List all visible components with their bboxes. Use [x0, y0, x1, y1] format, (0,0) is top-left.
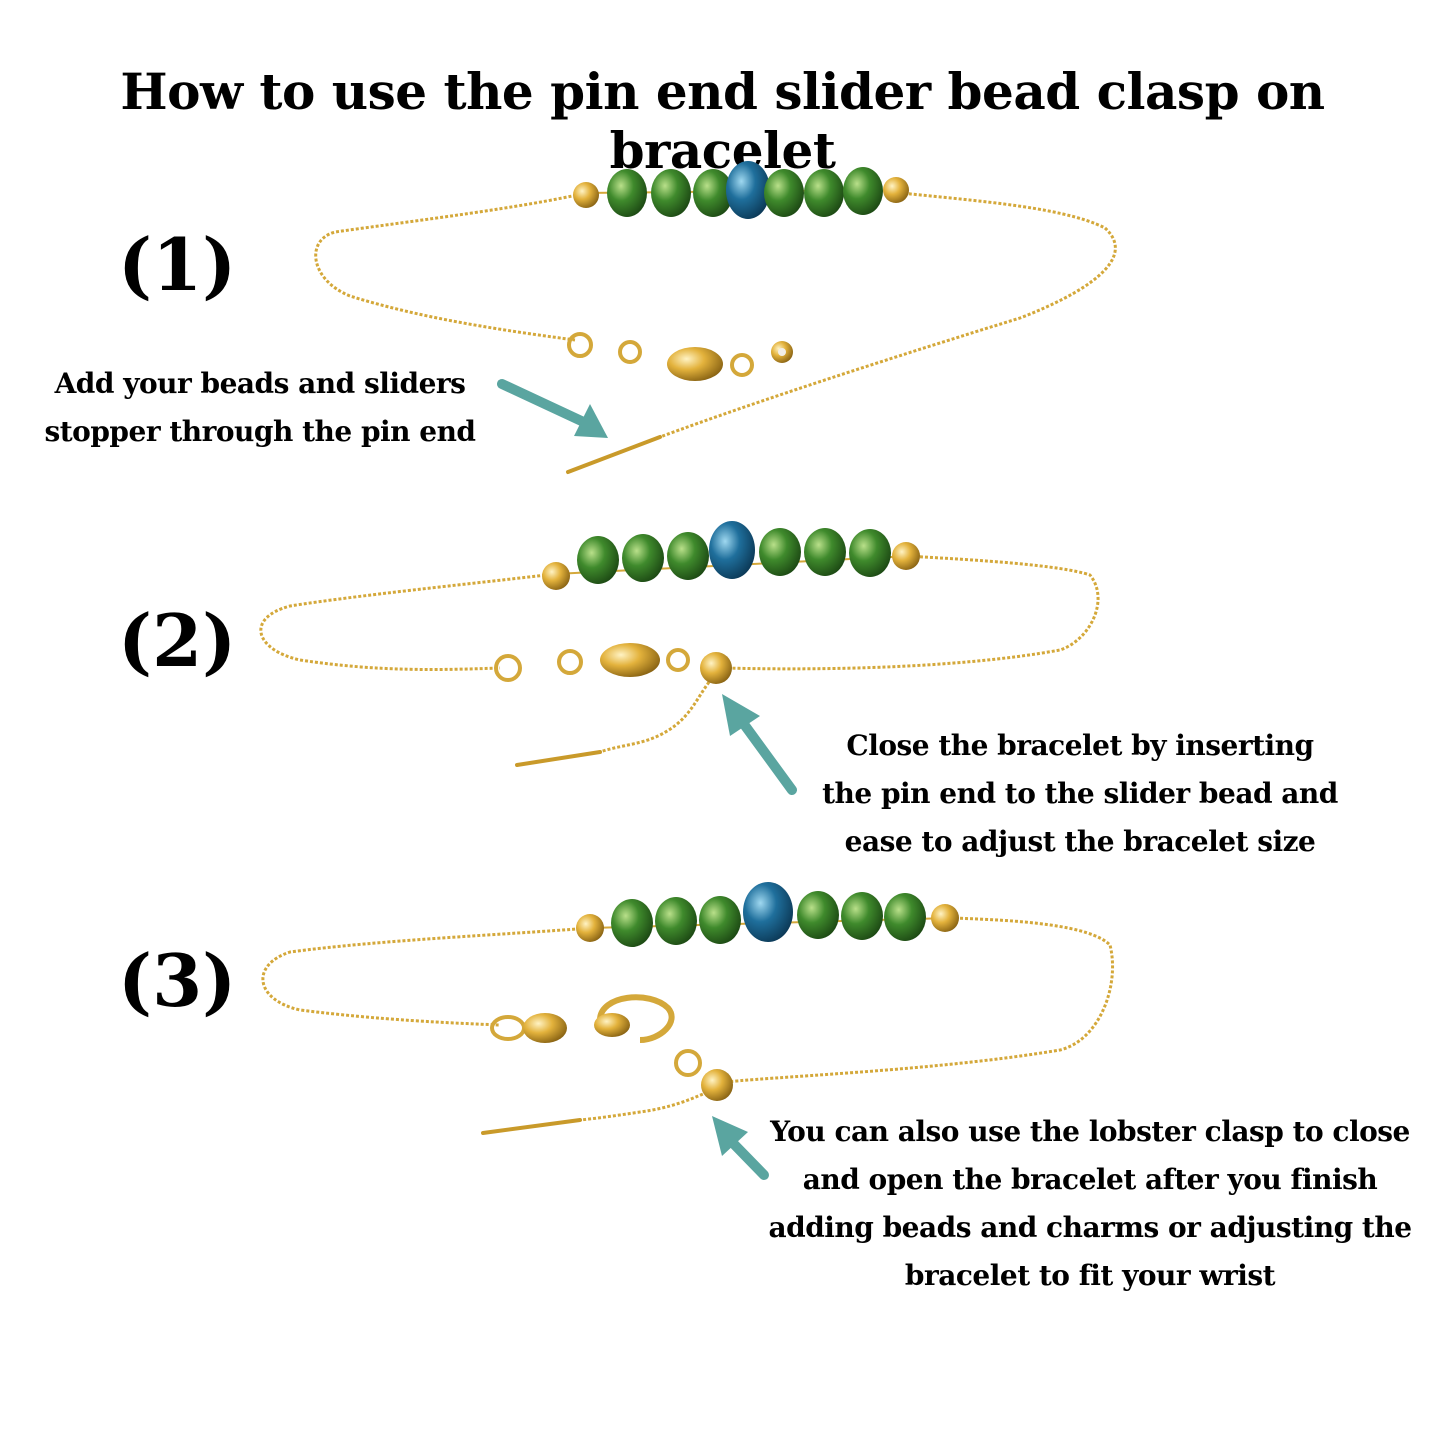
- green-bead: [759, 528, 801, 576]
- slider-bead: [700, 652, 732, 684]
- step-2-caption-line: Close the bracelet by inserting: [846, 729, 1314, 762]
- chain: [314, 191, 587, 342]
- green-bead: [797, 891, 839, 939]
- chain: [724, 916, 1115, 1084]
- gold-bead: [931, 904, 959, 932]
- lobster-clasp: [667, 347, 723, 381]
- pin-end: [515, 750, 602, 767]
- green-bead: [577, 536, 619, 584]
- step-3-caption-line: bracelet to fit your wrist: [904, 1259, 1276, 1292]
- arrow-shaft: [497, 379, 595, 430]
- step-2-caption: Close the bracelet by inserting the pin …: [790, 722, 1370, 866]
- green-bead: [804, 528, 846, 576]
- step-1-caption-line: stopper through the pin end: [44, 415, 476, 448]
- step-3-caption-line: and open the bracelet after you finish: [802, 1163, 1378, 1196]
- step-2-caption-line: the pin end to the slider bead and: [822, 777, 1338, 810]
- slider-stopper-hole: [778, 348, 786, 356]
- bracelet-step-3: [261, 882, 1115, 1180]
- green-bead: [849, 529, 891, 577]
- blue-bead: [743, 882, 793, 942]
- jump-ring: [674, 1049, 702, 1077]
- green-bead: [651, 169, 691, 217]
- green-bead: [607, 169, 647, 217]
- slider-bead: [701, 1069, 733, 1101]
- arrow-head-icon: [722, 694, 760, 736]
- step-3-caption-line: adding beads and charms or adjusting the: [768, 1211, 1412, 1244]
- green-bead: [884, 893, 926, 941]
- gold-bead: [883, 177, 909, 203]
- jump-ring: [666, 648, 690, 672]
- gold-bead: [576, 914, 604, 942]
- lobster-clasp: [597, 994, 675, 1043]
- tag-925: [523, 1013, 567, 1043]
- gold-bead: [573, 182, 599, 208]
- green-bead: [699, 896, 741, 944]
- green-bead: [655, 897, 697, 945]
- step-1-number: (1): [118, 222, 237, 307]
- jump-ring: [730, 353, 754, 377]
- step-3-number: (3): [118, 938, 237, 1023]
- blue-bead: [726, 161, 770, 219]
- step-3-caption-line: You can also use the lobster clasp to cl…: [770, 1115, 1410, 1148]
- gold-bead: [542, 562, 570, 590]
- chain: [659, 188, 1117, 439]
- step-3-caption: You can also use the lobster clasp to cl…: [745, 1108, 1435, 1300]
- jump-ring: [557, 649, 583, 675]
- jump-ring: [567, 332, 593, 358]
- lobster-clasp-body: [594, 1013, 630, 1037]
- jump-ring: [494, 654, 522, 682]
- page-title: How to use the pin end slider bead clasp…: [120, 62, 1325, 180]
- green-bead: [841, 892, 883, 940]
- lobster-clasp: [600, 643, 660, 677]
- gold-bead: [892, 542, 920, 570]
- green-bead: [843, 167, 883, 215]
- green-bead: [611, 899, 653, 947]
- step-2-number: (2): [118, 598, 237, 683]
- green-bead: [693, 169, 733, 217]
- step-2-caption-line: ease to adjust the bracelet size: [844, 825, 1316, 858]
- jump-ring: [618, 340, 642, 364]
- jump-ring: [490, 1015, 526, 1041]
- arrow-head-icon: [574, 404, 608, 438]
- green-bead: [804, 169, 844, 217]
- chain: [724, 554, 1100, 671]
- pin-end: [481, 1118, 582, 1135]
- green-bead: [622, 534, 664, 582]
- step-1-caption-line: Add your beads and sliders: [54, 367, 466, 400]
- pin-end: [566, 435, 662, 474]
- bracelet-step-2: [259, 521, 1100, 795]
- chain: [599, 677, 714, 754]
- chain: [259, 572, 556, 672]
- green-bead: [764, 169, 804, 217]
- bracelet-step-1: [314, 161, 1117, 474]
- step-1-caption: Add your beads and sliders stopper throu…: [20, 360, 500, 456]
- arrow-head-icon: [712, 1116, 748, 1156]
- chain: [261, 926, 591, 1027]
- green-bead: [667, 532, 709, 580]
- arrow-shaft: [733, 711, 797, 795]
- chain: [579, 1088, 713, 1122]
- blue-bead: [709, 521, 755, 579]
